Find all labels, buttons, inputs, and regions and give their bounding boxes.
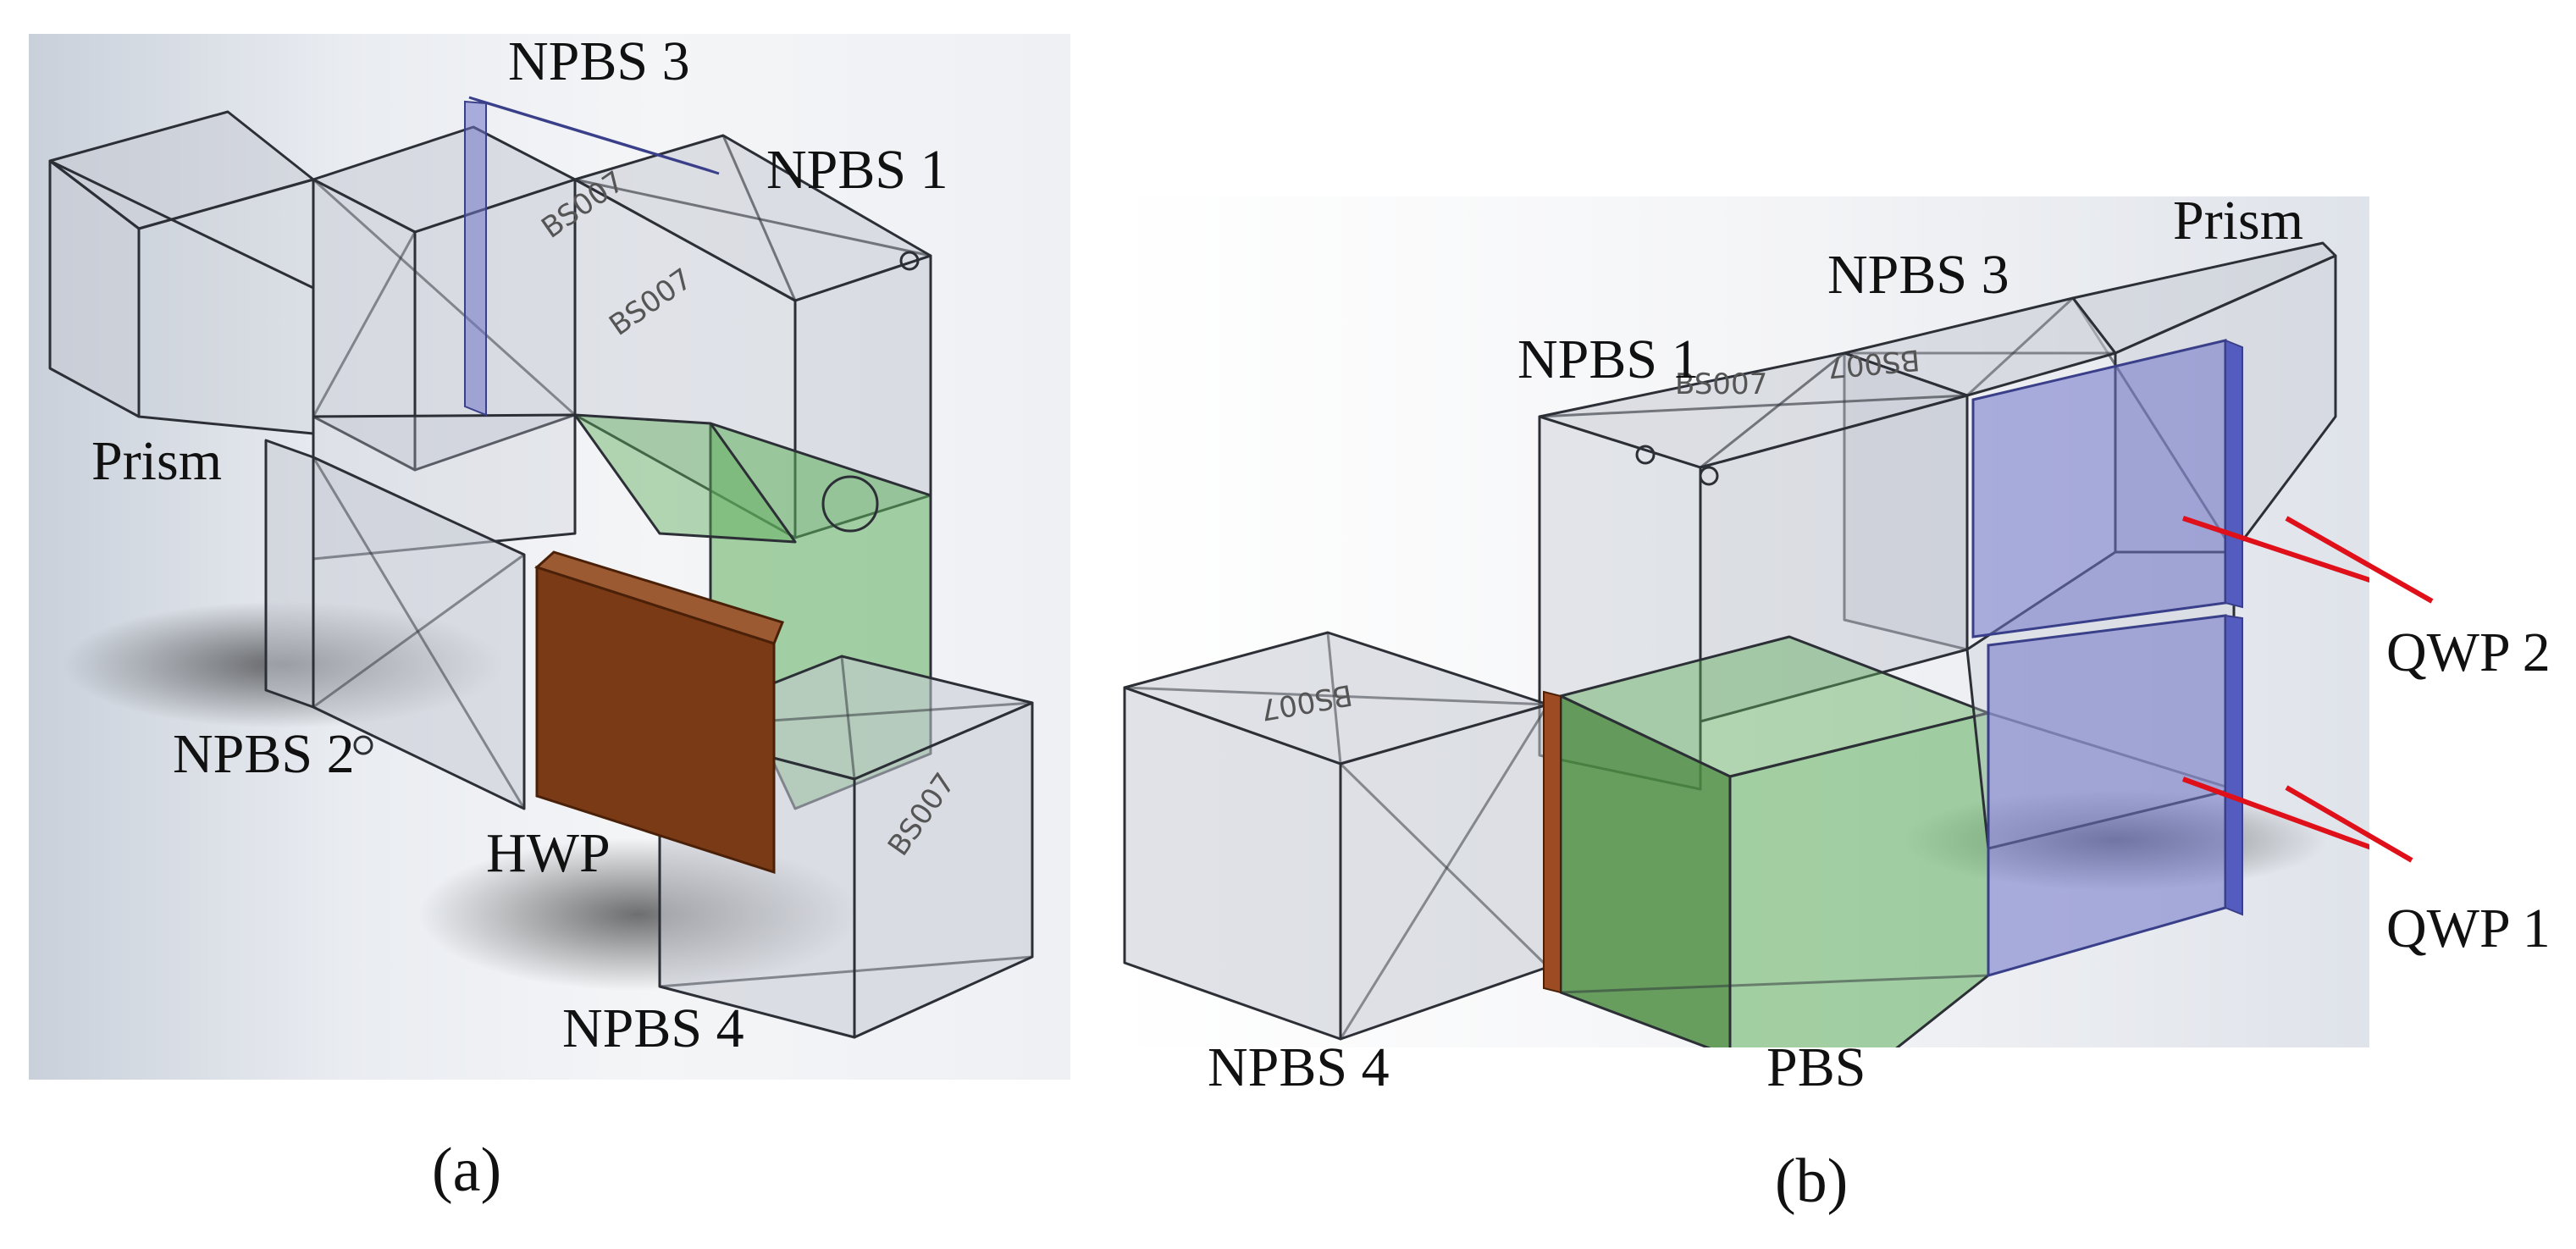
npbs2-cube-a: [264, 413, 577, 810]
prism-a: [48, 110, 315, 435]
label-qwp1: QWP 1: [2386, 898, 2551, 959]
panel-a-illustration: [48, 96, 1034, 1039]
qwp2-plate: [1971, 339, 2243, 638]
npbs3-cube-a: [312, 125, 577, 472]
label-hwp: HWP: [486, 822, 611, 884]
label-npbs1-b: NPBS 1: [1517, 329, 1700, 390]
hwp-edge-b: [1543, 690, 1562, 994]
hwp-plate: [534, 550, 784, 875]
pbs-cube-b: [1559, 635, 1990, 1047]
label-npbs1-a: NPBS 1: [766, 139, 948, 201]
label-npbs3-a: NPBS 3: [508, 30, 690, 92]
blue-plate-side-a: [464, 100, 487, 417]
npbs1-cube-b: [1538, 351, 1969, 791]
engraving-text: BS007: [1826, 342, 1921, 384]
blue-plate-a: [468, 96, 720, 175]
npbs4-cube-b: [1123, 631, 1550, 1041]
label-npbs4-b: NPBS 4: [1208, 1036, 1390, 1098]
label-npbs4-a: NPBS 4: [562, 998, 744, 1059]
label-qwp2: QWP 2: [2386, 622, 2551, 683]
label-npbs2-a: NPBS 2: [173, 723, 355, 785]
qwp1-plate: [1987, 614, 2243, 977]
engraving-text: BS007: [1675, 368, 1768, 401]
label-npbs3-b: NPBS 3: [1827, 244, 2009, 306]
caption-a: (a): [432, 1136, 502, 1205]
panel-b-render: BS007 BS007 BS007: [1116, 196, 2369, 1047]
label-prism-a: Prism: [91, 430, 223, 492]
panel-b-illustration: [1123, 241, 2369, 1047]
label-pbs: PBS: [1766, 1036, 1866, 1098]
label-prism-b: Prism: [2173, 190, 2304, 251]
caption-b: (b): [1775, 1147, 1849, 1216]
panel-a-render: BS007 BS007 BS007: [29, 34, 1070, 1080]
